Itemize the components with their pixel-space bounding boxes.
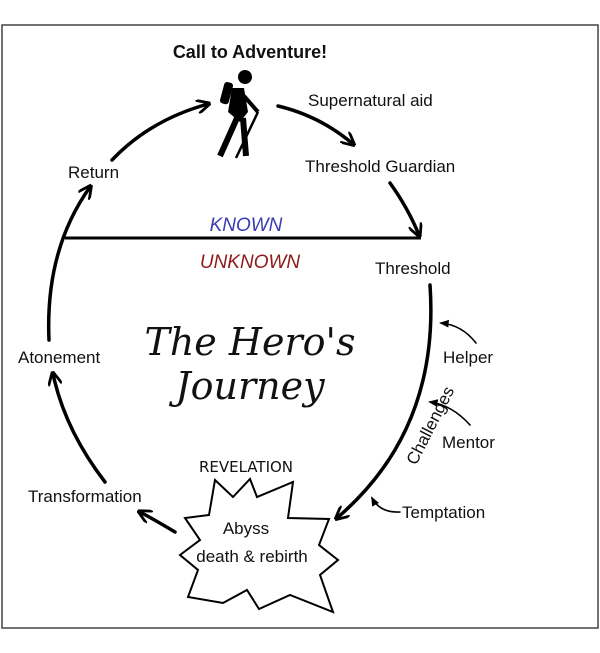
arrow-challenges xyxy=(337,283,433,518)
title-line-2: Journey xyxy=(168,364,325,408)
arrow-helper xyxy=(439,319,477,344)
arrow-mentor xyxy=(428,399,471,426)
helper-label: Helper xyxy=(443,348,493,367)
atonement-label: Atonement xyxy=(18,348,100,367)
call-to-adventure-label: Call to Adventure! xyxy=(173,42,327,62)
death-rebirth-label: death & rebirth xyxy=(196,547,308,566)
arrow-call-to-guardian xyxy=(276,104,353,144)
transformation-label: Transformation xyxy=(28,487,142,506)
abyss-label: Abyss xyxy=(223,519,269,538)
revelation-label: REVELATION xyxy=(199,458,293,476)
arrow-transformation-to-atonement xyxy=(53,374,107,484)
arrow-return-to-call xyxy=(110,104,208,162)
supernatural-aid-label: Supernatural aid xyxy=(308,91,433,110)
title-line-1: The Hero's xyxy=(144,320,355,364)
threshold-guardian-label: Threshold Guardian xyxy=(305,157,455,176)
mentor-label: Mentor xyxy=(442,433,495,452)
arrow-abyss-to-transformation xyxy=(140,512,177,534)
temptation-label: Temptation xyxy=(402,503,485,522)
hiker-icon xyxy=(217,70,260,159)
arrow-atonement-to-return xyxy=(46,187,90,342)
abyss-starburst xyxy=(178,477,340,614)
known-label: KNOWN xyxy=(210,215,283,236)
threshold-label: Threshold xyxy=(375,259,451,278)
arrow-guardian-to-threshold xyxy=(388,181,419,235)
arrow-temptation xyxy=(371,496,401,513)
unknown-label: UNKNOWN xyxy=(200,252,301,273)
return-label: Return xyxy=(68,163,119,182)
